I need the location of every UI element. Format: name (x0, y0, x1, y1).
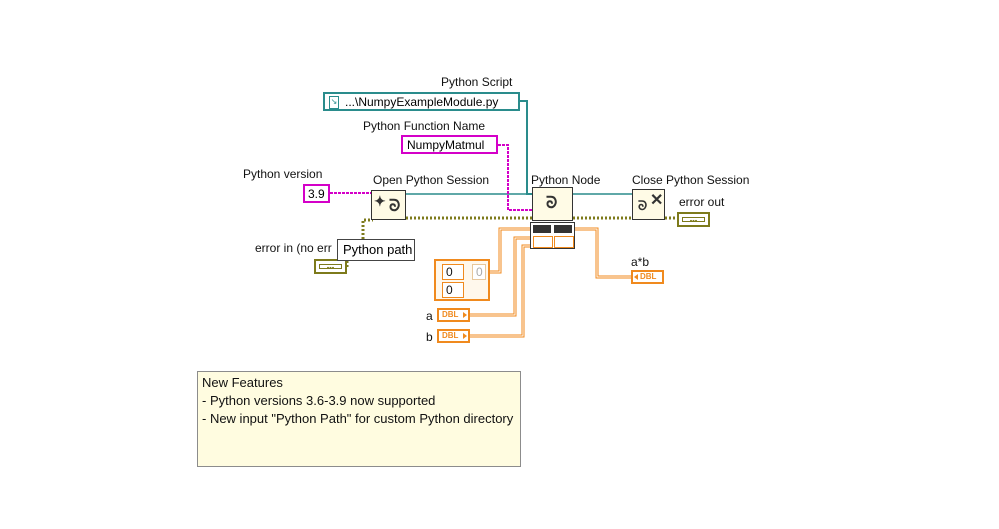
python-node-label: Python Node (531, 173, 601, 187)
python-function-name-value[interactable]: NumpyMatmul (407, 138, 485, 152)
python-script-path-control[interactable]: ↘ ...\NumpyExampleModule.py (323, 92, 520, 111)
b-label: b (426, 330, 433, 344)
array-wire (490, 227, 532, 274)
function-name-wire (498, 144, 532, 211)
param-cell (554, 225, 572, 233)
dbl-tag: DBL (640, 272, 657, 281)
arrow-icon (463, 333, 467, 339)
a-wire-inner (470, 237, 532, 316)
a-times-b-label: a*b (631, 255, 650, 269)
python-version-label: Python version (243, 167, 323, 181)
b-terminal[interactable]: DBL (437, 329, 470, 343)
error-out-terminal[interactable]: ▪▪▪ (677, 212, 710, 227)
python-function-name-label: Python Function Name (363, 119, 486, 133)
error-in-label: error in (no err (255, 241, 332, 255)
a-label: a (426, 309, 433, 323)
output-wire-inner (573, 228, 631, 278)
python-logo-icon: ᘐ (546, 195, 558, 212)
dbl-tag: DBL (442, 310, 459, 319)
param-cell (533, 236, 553, 248)
open-python-session-label: Open Python Session (373, 173, 490, 187)
error-in-terminal[interactable]: ▪▪▪ (314, 259, 347, 274)
array-element-1[interactable]: 0 (442, 264, 464, 280)
new-features-comment: New Features - Python versions 3.6-3.9 n… (197, 371, 521, 467)
open-python-session-node[interactable]: ✦ ᘐ (371, 190, 406, 220)
array-wire-inner (490, 228, 532, 273)
close-python-session-label: Close Python Session (632, 173, 750, 187)
close-python-session-node[interactable]: ᘐ ✕ (632, 189, 665, 220)
error-out-label: error out (679, 195, 725, 209)
param-cell (554, 236, 574, 248)
sparkle-icon: ✦ (374, 193, 386, 209)
python-logo-icon: ᘐ (389, 198, 401, 215)
array-index[interactable]: 0 (472, 264, 486, 280)
numeric-array-control[interactable]: 0 0 0 (434, 259, 490, 301)
param-cell (533, 225, 551, 233)
close-icon: ✕ (650, 192, 664, 209)
output-wire (573, 227, 631, 279)
b-wire-inner (470, 245, 532, 337)
python-node-parameters[interactable] (530, 222, 575, 249)
arrow-icon (634, 274, 638, 280)
dbl-tag: DBL (442, 331, 459, 340)
comment-title: New Features (202, 375, 283, 390)
cluster-icon: ▪▪▪ (319, 264, 342, 272)
file-path-icon: ↘ (329, 96, 339, 109)
a-terminal[interactable]: DBL (437, 308, 470, 322)
array-element-2[interactable]: 0 (442, 282, 464, 298)
python-path-tooltip: Python path (337, 239, 415, 261)
python-version-control[interactable]: 3.9 (303, 184, 330, 203)
comment-line: - Python versions 3.6-3.9 now supported (202, 393, 436, 408)
comment-line: - New input "Python Path" for custom Pyt… (202, 411, 514, 426)
python-node[interactable]: ᘐ (532, 187, 573, 221)
python-script-label: Python Script (441, 75, 513, 89)
python-version-value[interactable]: 3.9 (308, 187, 325, 201)
cluster-icon: ▪▪▪ (682, 217, 705, 225)
a-times-b-indicator[interactable]: DBL (631, 270, 664, 284)
python-logo-icon: ᘐ (638, 198, 648, 213)
arrow-icon (463, 312, 467, 318)
python-script-path-value[interactable]: ...\NumpyExampleModule.py (345, 95, 499, 109)
python-function-name-control[interactable]: NumpyMatmul (401, 135, 498, 154)
